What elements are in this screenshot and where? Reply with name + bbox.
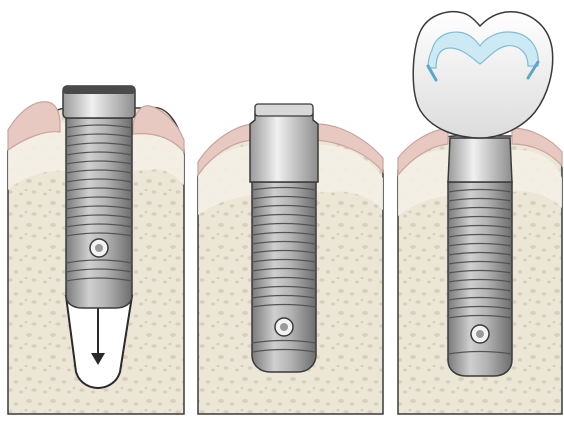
healing-abutment <box>250 112 318 182</box>
healing-abutment-top <box>255 104 313 116</box>
panel-implant-with-crown <box>398 12 562 414</box>
cover-screw-top <box>63 86 135 94</box>
abutment <box>448 138 512 182</box>
panel-implant-healing <box>198 104 383 414</box>
panel-implant-placement <box>8 86 184 414</box>
